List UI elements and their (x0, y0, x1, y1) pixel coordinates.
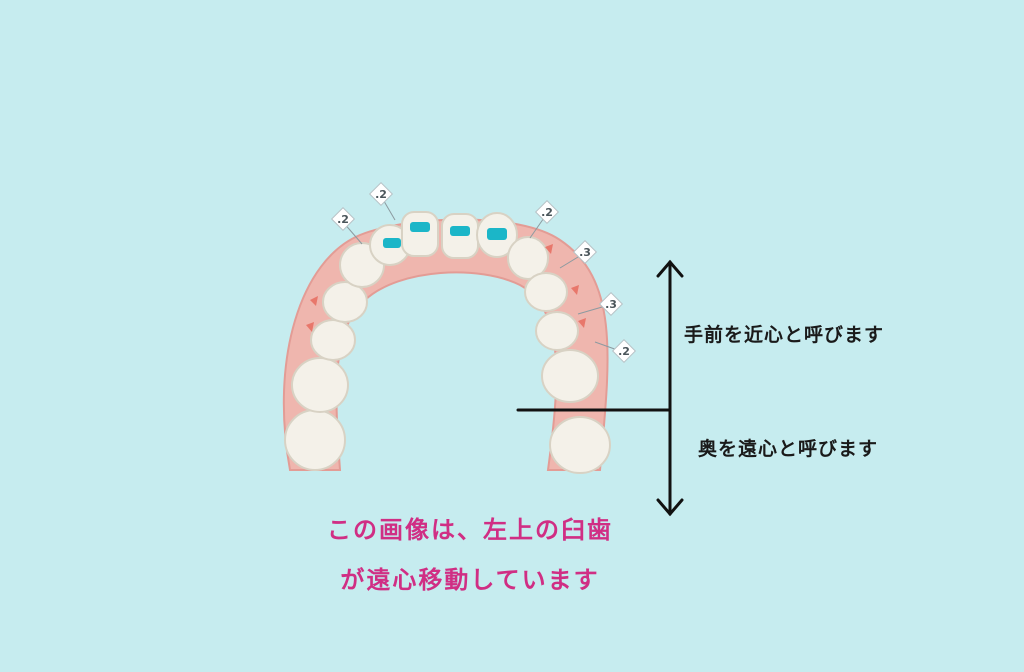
ipr-marker (306, 322, 314, 332)
ipr-marker (545, 244, 553, 254)
attachment-2 (410, 222, 430, 232)
attachments (383, 222, 507, 248)
attachment-1 (383, 238, 401, 248)
ipr-marker (571, 285, 579, 295)
tooth-left-molar-2 (284, 409, 346, 471)
tooth-tag-label: .3 (579, 246, 591, 259)
tooth-tag-label: .2 (337, 213, 349, 226)
ipr-marker (310, 296, 318, 306)
tooth-tag-label: .2 (618, 345, 630, 358)
tooth-tag-label: .2 (375, 188, 387, 201)
tooth-tag (611, 338, 637, 364)
mesial-label: 手前を近心と呼びます (684, 324, 885, 346)
tooth-tag-label: .3 (605, 298, 617, 311)
tooth-right-canine (507, 236, 549, 280)
tooth-tag (598, 291, 624, 317)
tooth-tag (368, 181, 394, 207)
direction-arrow (516, 259, 684, 517)
caption-line-1: この画像は、左上の臼歯 (327, 516, 613, 544)
distal-label: 奥を遠心と呼びます (698, 438, 879, 460)
arrow-head-down-icon (656, 498, 684, 517)
tooth-left-premolar-2 (310, 319, 356, 361)
ipr-marker (578, 318, 586, 328)
tooth-right-premolar-2 (535, 311, 579, 351)
tooth-tag (572, 239, 598, 265)
ipr-markers (306, 244, 586, 332)
tooth-left-molar-1 (291, 357, 349, 413)
tooth-right-molar-1 (541, 349, 599, 403)
tooth-tag (330, 206, 356, 232)
attachment-3 (450, 226, 470, 236)
tooth-right-molar-2 (549, 416, 611, 474)
tooth-tag (534, 199, 560, 225)
arrow-head-up-icon (656, 259, 684, 278)
attachment-4 (487, 228, 507, 240)
tooth-right-premolar-1 (524, 272, 568, 312)
tooth-left-premolar-1 (322, 281, 368, 323)
tooth-left-central-incisor (401, 211, 439, 257)
caption-line-2: が遠心移動しています (340, 566, 600, 594)
tooth-tag-label: .2 (541, 206, 553, 219)
